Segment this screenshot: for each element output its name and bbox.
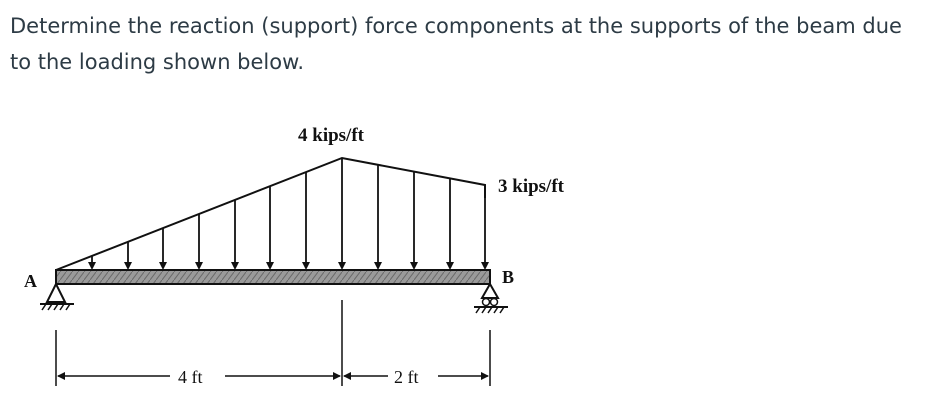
load-arrow-head bbox=[231, 262, 239, 270]
load-arrow-head bbox=[302, 262, 310, 270]
load-arrow-head bbox=[88, 262, 96, 270]
dimension-lines bbox=[55, 300, 491, 386]
span-2-label: 2 ft bbox=[394, 367, 419, 387]
load-arrow-head bbox=[195, 262, 203, 270]
load-arrow-head bbox=[446, 262, 454, 270]
load-arrow-head bbox=[374, 262, 382, 270]
load-arrows bbox=[88, 158, 489, 270]
beam bbox=[55, 269, 491, 285]
load-arrow-head bbox=[481, 262, 489, 270]
load-arrow-head bbox=[338, 262, 346, 270]
load-arrow-head bbox=[159, 262, 167, 270]
question-text: Determine the reaction (support) force c… bbox=[10, 14, 902, 74]
support-b-label: B bbox=[502, 267, 514, 287]
support-a-label: A bbox=[24, 271, 37, 291]
load-arrow-head bbox=[266, 262, 274, 270]
load-arrow-head bbox=[410, 262, 418, 270]
load-arrow-head bbox=[124, 262, 132, 270]
span-1-label: 4 ft bbox=[178, 367, 203, 387]
support-b-roller bbox=[474, 281, 508, 314]
support-a-pin bbox=[40, 281, 74, 311]
load-peak-label: 4 kips/ft bbox=[298, 125, 365, 146]
load-end-label: 3 kips/ft bbox=[498, 176, 565, 197]
